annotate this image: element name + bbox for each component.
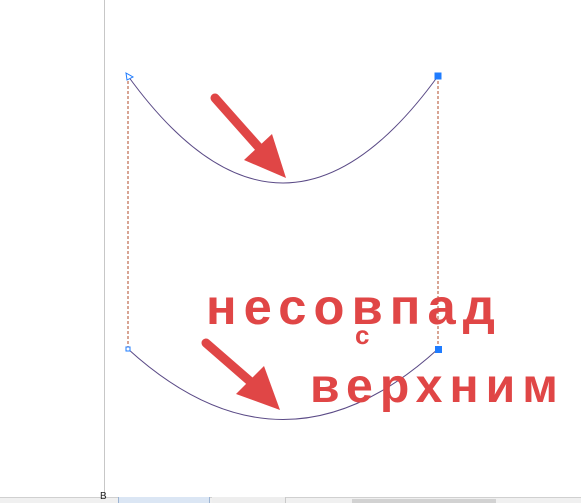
top-right-anchor[interactable] (434, 72, 442, 80)
bottom-tab-active[interactable] (118, 497, 210, 503)
left-guide-line (104, 0, 105, 497)
bottom-right-anchor[interactable] (435, 346, 442, 353)
bottom-tab-strip (0, 497, 581, 503)
annotation-line-2: верхним (310, 360, 565, 413)
annotation-superscript: с (355, 320, 369, 350)
top-left-anchor[interactable] (125, 72, 135, 81)
arrow-down-right-icon (201, 338, 280, 410)
top-curve[interactable] (127, 75, 439, 184)
annotation-line-1: несовпад (206, 279, 502, 335)
bottom-left-anchor[interactable] (125, 346, 131, 352)
bottom-corner-label: В (100, 491, 107, 502)
arrow-down-right-icon (210, 93, 286, 178)
horizontal-scrollbar-thumb[interactable] (352, 499, 496, 503)
bottom-curve[interactable] (127, 348, 439, 420)
bottom-tab[interactable] (212, 497, 286, 503)
